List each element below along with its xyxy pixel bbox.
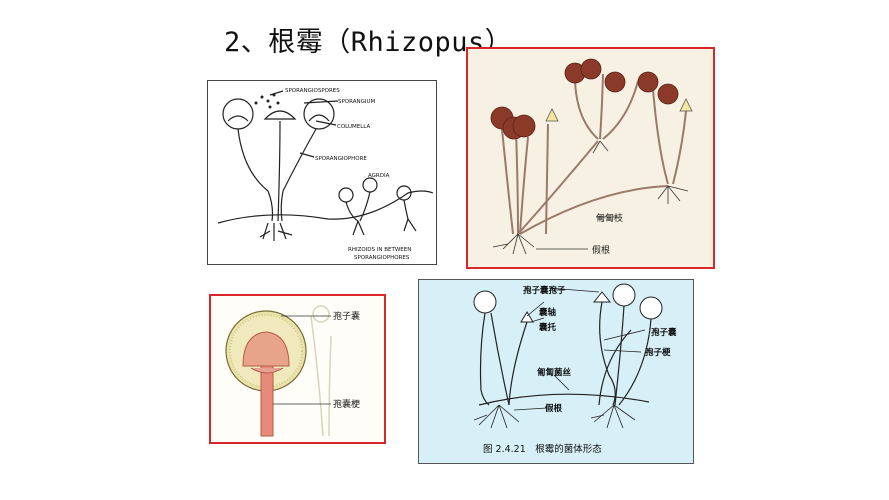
label-columella: COLUMELLA [337,124,370,130]
sporangium-closeup-svg: 孢子囊 孢囊梗 [225,305,360,437]
diagram-rhizopus-line-drawing: SPORANGIOSPORES SPORANGIUM COLUMELLA SPO… [207,80,437,265]
label-rhizoids-line2: SPORANGIOPHORES [354,255,410,261]
figure-caption: 图 2.4.21 根霉的菌体形态 [483,443,602,455]
label-stolon-hypha: 匍匐菌丝 [537,367,572,378]
label-sporangium: 孢子囊 [651,327,677,338]
label-sporangium: 孢子囊 [333,310,360,322]
diagram-rhizopus-colour-illustration: 匍匐枝 假根 [466,47,715,269]
sporangium-right [303,98,335,130]
textbook-figure-svg: 孢子囊孢子 囊轴 囊托 孢子囊 孢子梗 匍匐菌丝 假根 图 2.4.21 根霉的… [473,283,677,455]
label-rhizoid: 假根 [592,244,610,256]
label-rhizoids-line1: RHIZOIDS IN BETWEEN [348,247,411,253]
label-apophysis: 囊托 [538,322,557,333]
label-rhizoid: 假根 [545,403,563,414]
label-columella: 囊轴 [538,307,557,318]
sporangiophore-stalk [260,365,274,437]
line-drawing-svg: SPORANGIOSPORES SPORANGIUM COLUMELLA SPO… [217,88,434,261]
sporangium-middle [263,110,297,120]
diagram-sporangium-closeup: 孢子囊 孢囊梗 [209,294,386,444]
label-sporangiophore: 孢囊梗 [333,398,360,410]
label-sporangium: SPORANGIUM [338,99,376,105]
columella [242,331,290,367]
label-sporangiophore: SPORANGIOPHORE [315,156,367,162]
sporangium-left [222,98,254,130]
page-title: 2、根霉（Rhizopus） [224,27,513,58]
label-sporangiospores: SPORANGIOSPORES [285,88,340,94]
label-sporangiophore: 孢子梗 [645,347,671,358]
diagram-rhizopus-textbook-figure: 孢子囊孢子 囊轴 囊托 孢子囊 孢子梗 匍匐菌丝 假根 图 2.4.21 根霉的… [418,279,694,464]
label-stolon: 匍匐枝 [596,212,623,224]
label-agrdia: AGRDIA [368,173,390,179]
label-sporangiospore: 孢子囊孢子 [523,285,566,296]
colour-illustration-svg: 匍匐枝 假根 [490,58,693,256]
